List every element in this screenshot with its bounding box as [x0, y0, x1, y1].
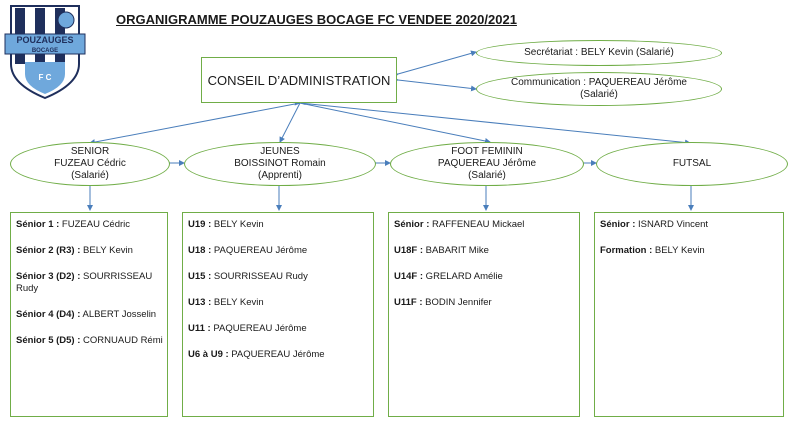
- list-item: U13 : BELY Kevin: [188, 297, 264, 308]
- list-item: U6 à U9 : PAQUEREAU Jérôme: [188, 349, 325, 360]
- division-futsal-line-1: FUTSAL: [672, 158, 712, 169]
- communication-ellipse: Communication : PAQUEREAU Jérôme (Salari…: [476, 72, 722, 106]
- list-item: U11F : BODIN Jennifer: [394, 297, 492, 308]
- arrow-ca-communication: [392, 76, 477, 92]
- division-senior-line-3: (Salarié): [71, 170, 109, 181]
- division-senior: SENIOR FUZEAU Cédric (Salarié): [10, 142, 170, 186]
- list-item: U19 : BELY Kevin: [188, 219, 264, 230]
- list-item: Sénior 4 (D4) : ALBERT Josselin: [16, 309, 157, 320]
- column-futsal: Sénior : ISNARD Vincent Formation : BELY…: [594, 212, 784, 417]
- list-item: Sénior 5 (D5) : CORNUAUD Rémi: [16, 335, 163, 346]
- division-feminin-line-2: PAQUEREAU Jérôme: [437, 158, 537, 169]
- secretariat-label: Secrétariat : BELY Kevin (Salarié): [524, 47, 674, 58]
- page-title: ORGANIGRAMME POUZAUGES BOCAGE FC VENDEE …: [116, 12, 517, 27]
- svg-text:BOCAGE: BOCAGE: [32, 48, 58, 54]
- division-futsal: FUTSAL: [596, 142, 788, 186]
- list-item: Sénior 1 : FUZEAU Cédric: [16, 219, 131, 230]
- communication-line-1: Communication : PAQUEREAU Jérôme: [511, 77, 687, 88]
- list-item: Sénior 2 (R3) : BELY Kevin: [16, 245, 133, 256]
- list-item: Formation : BELY Kevin: [600, 245, 705, 256]
- arrow-ca-feminin: [294, 99, 491, 144]
- division-senior-line-2: FUZEAU Cédric: [54, 158, 126, 169]
- list-item: U18 : PAQUEREAU Jérôme: [188, 245, 308, 256]
- list-item: U11 : PAQUEREAU Jérôme: [188, 323, 307, 334]
- list-item: Sénior 3 (D2) : SOURRISSEAU Rudy: [16, 271, 153, 294]
- list-item: U18F : BABARIT Mike: [394, 245, 489, 256]
- arrow-ca-futsal: [294, 99, 691, 146]
- communication-line-2: (Salarié): [580, 89, 618, 100]
- list-item: U15 : SOURRISSEAU Rudy: [188, 271, 308, 282]
- division-jeunes-line-1: JEUNES: [260, 146, 300, 157]
- conseil-administration-box: CONSEIL D’ADMINISTRATION: [201, 57, 397, 103]
- column-jeunes: U19 : BELY Kevin U18 : PAQUEREAU Jérôme …: [182, 212, 374, 417]
- division-feminin-line-1: FOOT FEMININ: [451, 146, 523, 157]
- arrow-ca-senior: [89, 99, 306, 146]
- division-jeunes: JEUNES BOISSINOT Romain (Apprenti): [184, 142, 376, 186]
- list-item: Sénior : RAFFENEAU Mickael: [394, 219, 525, 230]
- division-jeunes-line-2: BOISSINOT Romain: [234, 158, 326, 169]
- column-feminin: Sénior : RAFFENEAU Mickael U18F : BABARI…: [388, 212, 580, 417]
- svg-text:POUZAUGES: POUZAUGES: [16, 35, 73, 45]
- arrow-ca-jeunes: [279, 97, 305, 143]
- secretariat-ellipse: Secrétariat : BELY Kevin (Salarié): [476, 40, 722, 66]
- club-logo: POUZAUGES BOCAGE F C: [3, 4, 87, 100]
- division-jeunes-line-3: (Apprenti): [258, 170, 302, 181]
- list-item: U14F : GRELARD Amélie: [394, 271, 503, 282]
- list-item: Sénior : ISNARD Vincent: [600, 219, 709, 230]
- column-senior: Sénior 1 : FUZEAU Cédric Sénior 2 (R3) :…: [10, 212, 168, 417]
- division-feminin: FOOT FEMININ PAQUEREAU Jérôme (Salarié): [390, 142, 584, 186]
- division-senior-line-1: SENIOR: [70, 146, 110, 157]
- svg-text:F C: F C: [39, 73, 52, 82]
- arrow-ca-secretariat: [392, 50, 477, 79]
- division-feminin-line-3: (Salarié): [468, 170, 506, 181]
